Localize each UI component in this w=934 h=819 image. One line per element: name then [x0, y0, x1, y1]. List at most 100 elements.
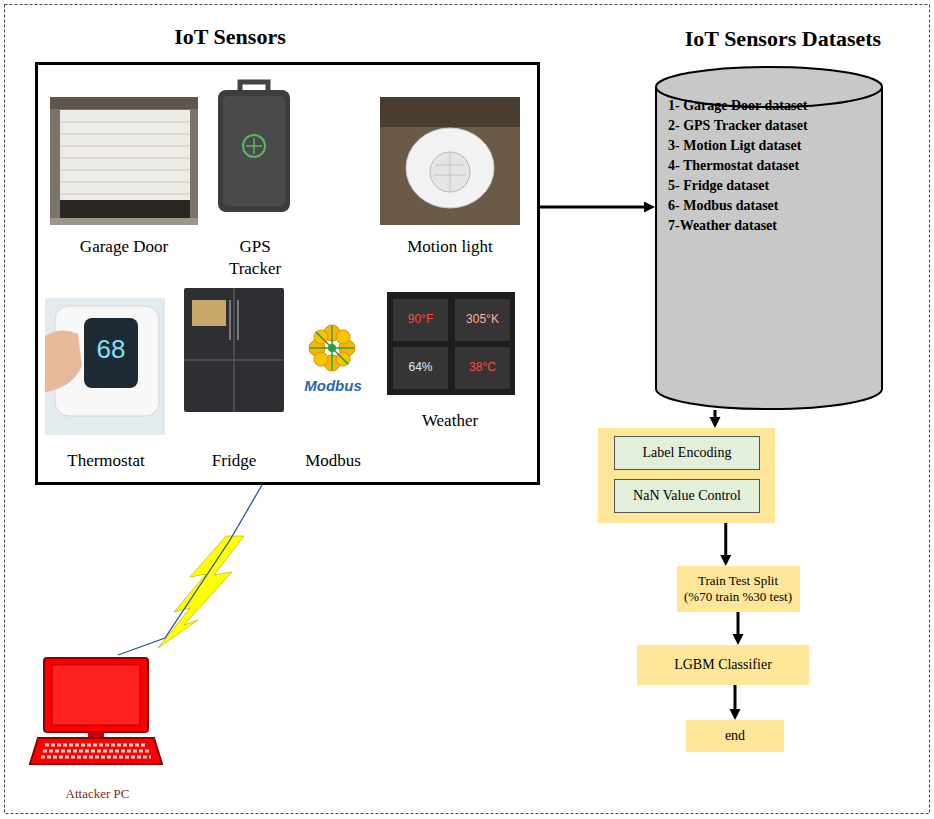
sensor-item: Modbus	[290, 318, 376, 472]
arrow-head	[730, 709, 741, 720]
dataset-item: 1- Garage Door dataset	[668, 96, 877, 116]
connector	[720, 523, 731, 566]
sensor-caption: Thermostat	[46, 450, 166, 472]
sensor-dome	[430, 152, 470, 192]
sensor-item: Weather	[383, 290, 517, 432]
dataset-heading: IoT Sensors Datasets	[648, 26, 918, 52]
sensor-base	[406, 128, 494, 208]
fridge-picture	[184, 288, 284, 412]
process-box: end	[686, 720, 784, 752]
door-panel	[60, 110, 190, 200]
connector-line	[540, 206, 644, 209]
dataset-item: 2- GPS Tracker dataset	[668, 116, 877, 136]
fridge-doors	[184, 288, 284, 412]
dashed-border	[5, 5, 930, 814]
sensor-item: Thermostat	[42, 296, 170, 472]
sensor-caption: Modbus	[292, 450, 374, 472]
preprocess-panel: Label EncodingNaN Value Control	[598, 428, 775, 523]
dataset-list: 1- Garage Door dataset2- GPS Tracker dat…	[668, 96, 877, 236]
process-box: NaN Value Control	[614, 479, 760, 513]
motion-light-picture	[380, 97, 520, 225]
wall-top	[50, 97, 198, 109]
floor	[50, 218, 198, 225]
sensor-caption: Fridge	[184, 450, 284, 472]
petal	[336, 330, 350, 344]
arrow-head	[644, 202, 655, 213]
connector	[540, 202, 655, 213]
ceiling-shadow	[380, 97, 520, 127]
cylinder-body	[656, 67, 882, 409]
logo-center	[328, 344, 336, 352]
display-text: 90°F	[393, 312, 448, 326]
door-opening	[60, 200, 190, 219]
weather-tile	[455, 347, 510, 389]
modbus-logo	[309, 325, 355, 371]
dome-grid	[434, 152, 466, 192]
ceiling	[380, 97, 520, 225]
fridge-handles	[230, 300, 238, 340]
sensor-caption: Motion light	[380, 236, 520, 258]
dataset-cylinder: IoT Sensors Datasets1- Garage Door datas…	[655, 66, 883, 410]
sensor-item: Motion light	[376, 95, 524, 258]
sensor-group-box: IoT SensorsGarage DoorGPS TrackerMotion …	[35, 62, 540, 485]
group-heading: IoT Sensors	[90, 24, 370, 50]
wall	[50, 97, 198, 225]
connector	[118, 485, 262, 655]
weather-picture	[387, 292, 515, 395]
connector	[730, 685, 741, 720]
box-label: end	[725, 727, 745, 745]
process-box: Label Encoding	[614, 436, 760, 470]
door-lines	[60, 122, 190, 194]
sensor-item: GPS Tracker	[205, 78, 305, 280]
dataset-item: 7-Weather dataset	[668, 216, 877, 236]
cylinder-outline	[655, 66, 883, 410]
connector-line	[737, 612, 740, 634]
weather-panel	[387, 292, 515, 395]
thermostat-picture	[45, 298, 165, 435]
connector-line	[724, 523, 727, 555]
sensor-item: Garage Door	[48, 95, 200, 258]
fridge-body	[184, 288, 284, 412]
laptop-screen	[52, 665, 140, 725]
arrow-head	[710, 417, 721, 428]
laptop-keys	[41, 745, 151, 757]
thermostat-wall	[45, 298, 165, 435]
tracker-body	[218, 90, 290, 212]
weather-tile	[393, 299, 448, 341]
dataset-item: 3- Motion Ligt dataset	[668, 136, 877, 156]
sensor-item: Attacker PC	[30, 655, 165, 803]
connector-line	[714, 410, 717, 417]
connector-line	[734, 685, 737, 709]
tracker-face	[223, 96, 285, 206]
display-text: 305°K	[455, 312, 510, 326]
sensor-item: Fridge	[180, 285, 288, 472]
hand	[45, 330, 82, 392]
arrow-head	[733, 634, 744, 645]
process-box: Train Test Split (%70 train %30 test)	[677, 566, 800, 612]
thermostat-display	[84, 318, 138, 388]
connector-line	[118, 485, 262, 655]
box-label: NaN Value Control	[633, 487, 741, 505]
sensor-caption: Attacker PC	[33, 786, 163, 803]
connector	[710, 410, 721, 428]
laptop-lid	[44, 658, 148, 732]
process-box: LGBM Classifier	[637, 645, 809, 685]
box-label: Train Test Split (%70 train %30 test)	[683, 573, 794, 606]
sensor-caption: Garage Door	[54, 236, 194, 258]
dataset-item: 4- Thermostat dataset	[668, 156, 877, 176]
fridge-screen	[192, 300, 226, 326]
connector	[733, 612, 744, 645]
lightning-bolt	[158, 536, 244, 648]
display-text: 68	[86, 334, 136, 365]
sensor-caption: GPS Tracker	[216, 236, 294, 280]
tracker-logo	[243, 135, 265, 157]
dataset-item: 6- Modbus dataset	[668, 196, 877, 216]
logo-spokes	[310, 326, 354, 370]
attacker-laptop	[30, 658, 162, 764]
box-label: LGBM Classifier	[674, 656, 772, 674]
gps-tracker-picture	[218, 82, 290, 212]
weather-tile	[455, 299, 510, 341]
tracker-logo-cross	[246, 138, 262, 154]
dataset-item: 5- Fridge dataset	[668, 176, 877, 196]
